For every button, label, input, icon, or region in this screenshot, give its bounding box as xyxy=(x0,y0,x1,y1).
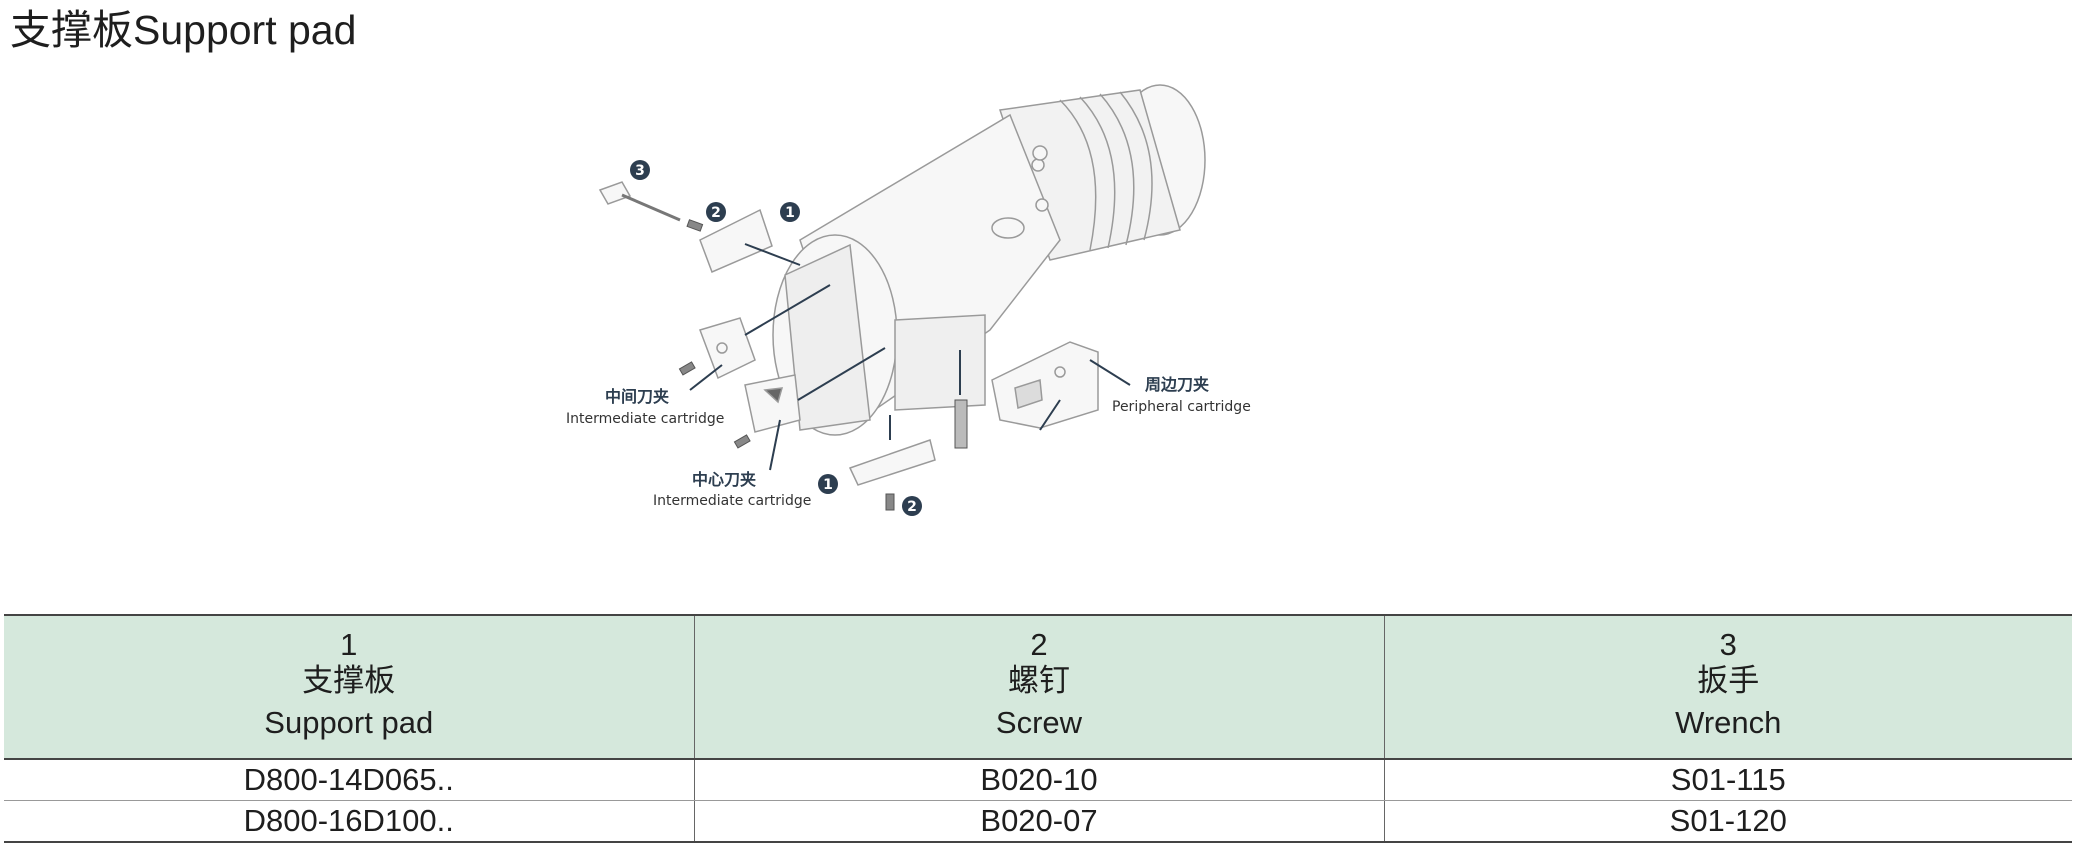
peripheral-cartridge-label-cn: 周边刀夹 xyxy=(1145,375,1209,394)
callout-3-wrench xyxy=(630,160,650,180)
screw-peripheral xyxy=(954,399,968,449)
callout-number: 3 xyxy=(635,163,645,179)
callout-1-support-pad-lower xyxy=(818,474,838,494)
cell-wrench: S01-115 xyxy=(1383,759,2072,801)
intermediate-cartridge-label-cn: 中间刀夹 xyxy=(605,387,669,406)
column-header-en: Support pad xyxy=(264,705,434,740)
cell-screw: B020-07 xyxy=(693,800,1385,843)
callout-number: 1 xyxy=(785,205,795,221)
table-header-row: 1 支撑板 Support pad 2 螺钉 Screw 3 扳手 Wrench xyxy=(4,614,2072,760)
support-pad-lower xyxy=(848,439,936,486)
column-header-en: Screw xyxy=(995,705,1083,740)
screw-center xyxy=(733,434,751,449)
center-cartridge-label-cn: 中心刀夹 xyxy=(692,470,756,489)
cell-support-pad: D800-16D100.. xyxy=(4,800,695,843)
column-header-wrench: 3 扳手 Wrench xyxy=(1383,614,2072,760)
callout-number: 1 xyxy=(823,477,833,493)
intermediate-cartridge-label-en: Intermediate cartridge xyxy=(566,411,724,427)
peripheral-cartridge-label-en: Peripheral cartridge xyxy=(1112,399,1251,415)
parts-table: 1 支撑板 Support pad 2 螺钉 Screw 3 扳手 Wrench… xyxy=(4,614,2072,843)
center-cartridge-label-en: Intermediate cartridge xyxy=(653,493,811,509)
cell-screw: B020-10 xyxy=(693,759,1385,801)
center-cartridge xyxy=(744,374,801,433)
exploded-view-diagram: 3 2 1 1 2 中间刀夹 Intermediate cartridge 中心… xyxy=(566,84,1251,516)
column-header-number: 1 xyxy=(340,627,358,662)
tool-head xyxy=(772,234,986,436)
table-row: D800-16D100.. B020-07 S01-120 xyxy=(4,800,2072,843)
peripheral-cartridge xyxy=(991,341,1099,429)
screw-intermediate xyxy=(678,361,696,376)
column-header-en: Wrench xyxy=(1675,705,1782,740)
table-row: D800-14D065.. B020-10 S01-115 xyxy=(4,759,2072,801)
callout-number: 2 xyxy=(711,205,721,221)
callout-badges xyxy=(630,160,922,516)
column-header-cn: 扳手 xyxy=(1697,663,1760,698)
cell-support-pad: D800-14D065.. xyxy=(4,759,695,801)
page-title: 支撑板Support pad xyxy=(10,7,357,53)
column-header-cn: 支撑板 xyxy=(302,663,396,698)
screw-lower xyxy=(885,493,895,511)
callout-2-screw xyxy=(706,202,726,222)
callout-1-support-pad xyxy=(780,202,800,222)
cell-wrench: S01-120 xyxy=(1383,800,2072,843)
column-header-support-pad: 1 支撑板 Support pad xyxy=(4,614,695,760)
tool-shank xyxy=(999,84,1206,261)
callout-2-screw-lower xyxy=(902,496,922,516)
wrench xyxy=(598,181,681,222)
column-header-number: 3 xyxy=(1719,627,1737,662)
column-header-cn: 螺钉 xyxy=(1008,663,1070,698)
screw-upper xyxy=(686,219,704,232)
intermediate-cartridge xyxy=(699,317,756,380)
support-pad-upper xyxy=(699,208,773,274)
callout-number: 2 xyxy=(907,499,917,515)
column-header-screw: 2 螺钉 Screw xyxy=(693,614,1385,760)
column-header-number: 2 xyxy=(1030,627,1048,662)
